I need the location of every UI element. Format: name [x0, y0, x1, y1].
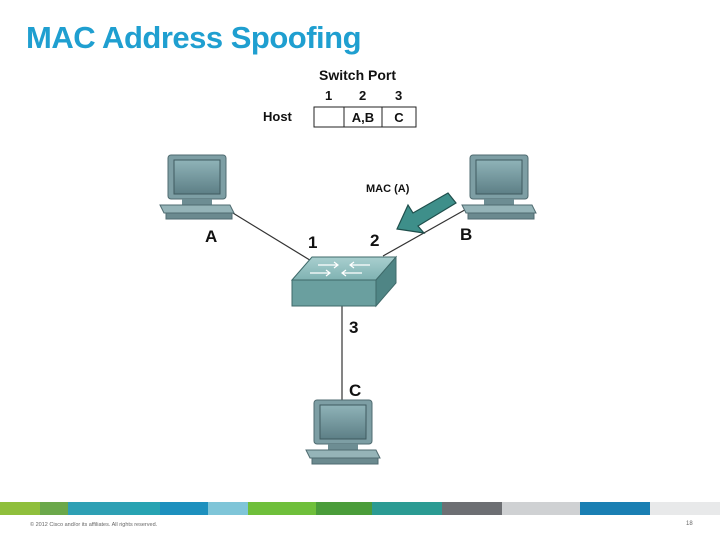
host-row-label: Host [263, 109, 293, 124]
switch-port-header: Switch Port [319, 67, 396, 83]
footer-bar-segment [208, 502, 248, 515]
footer-bar-segment [442, 502, 502, 515]
footer-bar-segment [372, 502, 442, 515]
link-a-switch [227, 209, 314, 263]
host-b-label: B [460, 225, 472, 244]
table-cell-port-2-value: A,B [352, 110, 374, 125]
footer-bar-segment [130, 502, 160, 515]
port-2-label: 2 [370, 231, 379, 250]
footer-bar-segment [316, 502, 372, 515]
table-cell-port-1 [313, 106, 345, 128]
footer-color-bar [0, 502, 720, 515]
switch-icon [290, 255, 398, 308]
page-number: 18 [686, 521, 693, 527]
host-a-label: A [205, 227, 217, 246]
port-header-2: 2 [359, 88, 366, 103]
copyright-text: © 2012 Cisco and/or its affiliates. All … [30, 522, 158, 528]
network-diagram: Switch Port 1 2 3 Host A,B C [159, 67, 537, 465]
footer-bar-segment [248, 502, 316, 515]
footer-bar-segment [502, 502, 580, 515]
footer-bar-segment [68, 502, 130, 515]
spoof-arrow-icon [396, 192, 457, 234]
table-cell-port-3 [381, 106, 417, 128]
slide-title: MAC Address Spoofing [26, 20, 362, 55]
host-a-computer-icon [159, 154, 235, 220]
footer-bar-segment [160, 502, 208, 515]
table-cell-port-3-value: C [394, 110, 404, 125]
mac-address-table: Switch Port 1 2 3 Host A,B C [263, 67, 417, 128]
footer-bar-segment [0, 502, 40, 515]
footer-bar-segment [580, 502, 650, 515]
port-1-label: 1 [308, 233, 317, 252]
host-c-computer-icon [305, 399, 381, 465]
arrow-label: MAC (A) [366, 183, 410, 195]
footer-bar-segment [650, 502, 720, 515]
port-3-label: 3 [349, 318, 358, 337]
footer-bar-segment [40, 502, 68, 515]
host-b-computer-icon [461, 154, 537, 220]
link-b-switch [382, 206, 471, 257]
port-header-3: 3 [395, 88, 402, 103]
port-header-1: 1 [325, 88, 332, 103]
host-c-label: C [349, 381, 361, 400]
